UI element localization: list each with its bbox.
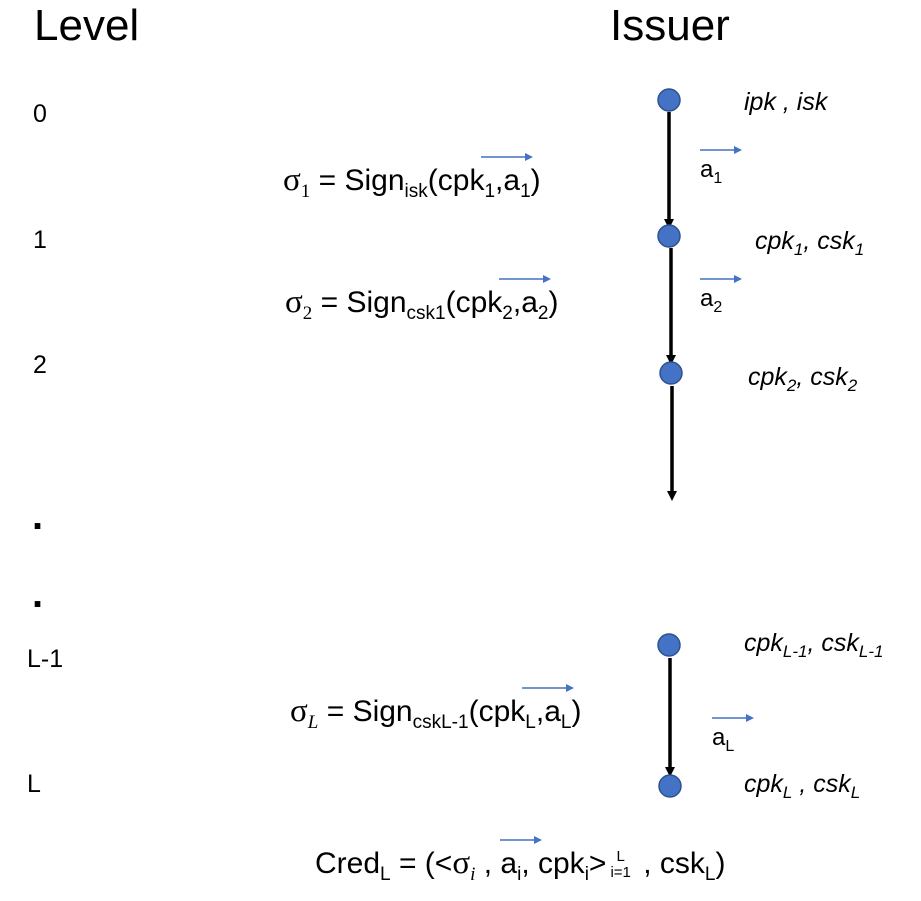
edge-attr-2: a2 [700, 275, 742, 315]
node-level-1 [657, 224, 681, 248]
vector-arrow-icon: aL [522, 684, 575, 732]
level-header: Level [34, 1, 140, 50]
signature-formula-1: σ1 = Signisk(cpk1,a1) [283, 153, 541, 201]
edge-attr-L: aL [712, 714, 754, 754]
issuer-header: Issuer [610, 1, 730, 50]
signature-formula-L: σL = SigncskL-1(cpkL,aL) [290, 684, 581, 732]
node-level-L-1 [657, 633, 681, 657]
node-level-0 [657, 88, 681, 112]
level-label-1: 1 [33, 226, 47, 254]
vector-arrow-icon: a2 [499, 275, 552, 323]
level-label-2: 2 [33, 351, 47, 379]
signature-formula-2: σ2 = Signcsk1(cpk2,a2) [285, 275, 558, 323]
level-label-L: L [27, 770, 41, 798]
level-ellipsis-1: . [32, 494, 44, 538]
node-keys-1: cpk1, csk1 [755, 227, 865, 259]
node-keys-0: ipk , isk [744, 88, 828, 116]
level-label-L-1: L-1 [27, 645, 64, 673]
vector-arrow-icon: a1 [481, 153, 534, 201]
node-level-2 [659, 361, 683, 385]
vector-arrow-icon: a1 [700, 146, 742, 186]
node-keys-L-1: cpkL-1, cskL-1 [744, 629, 884, 661]
level-ellipsis-2: . [32, 572, 44, 616]
node-level-L [658, 774, 682, 798]
vector-arrow-icon: ai [500, 836, 543, 884]
node-keys-2: cpk2, csk2 [748, 363, 858, 395]
node-keys-L: cpkL , cskL [744, 770, 861, 802]
edge-attr-1: a1 [700, 146, 742, 186]
vector-arrow-icon: a2 [700, 275, 742, 315]
level-label-0: 0 [33, 100, 47, 128]
vector-arrow-icon: aL [712, 714, 754, 754]
